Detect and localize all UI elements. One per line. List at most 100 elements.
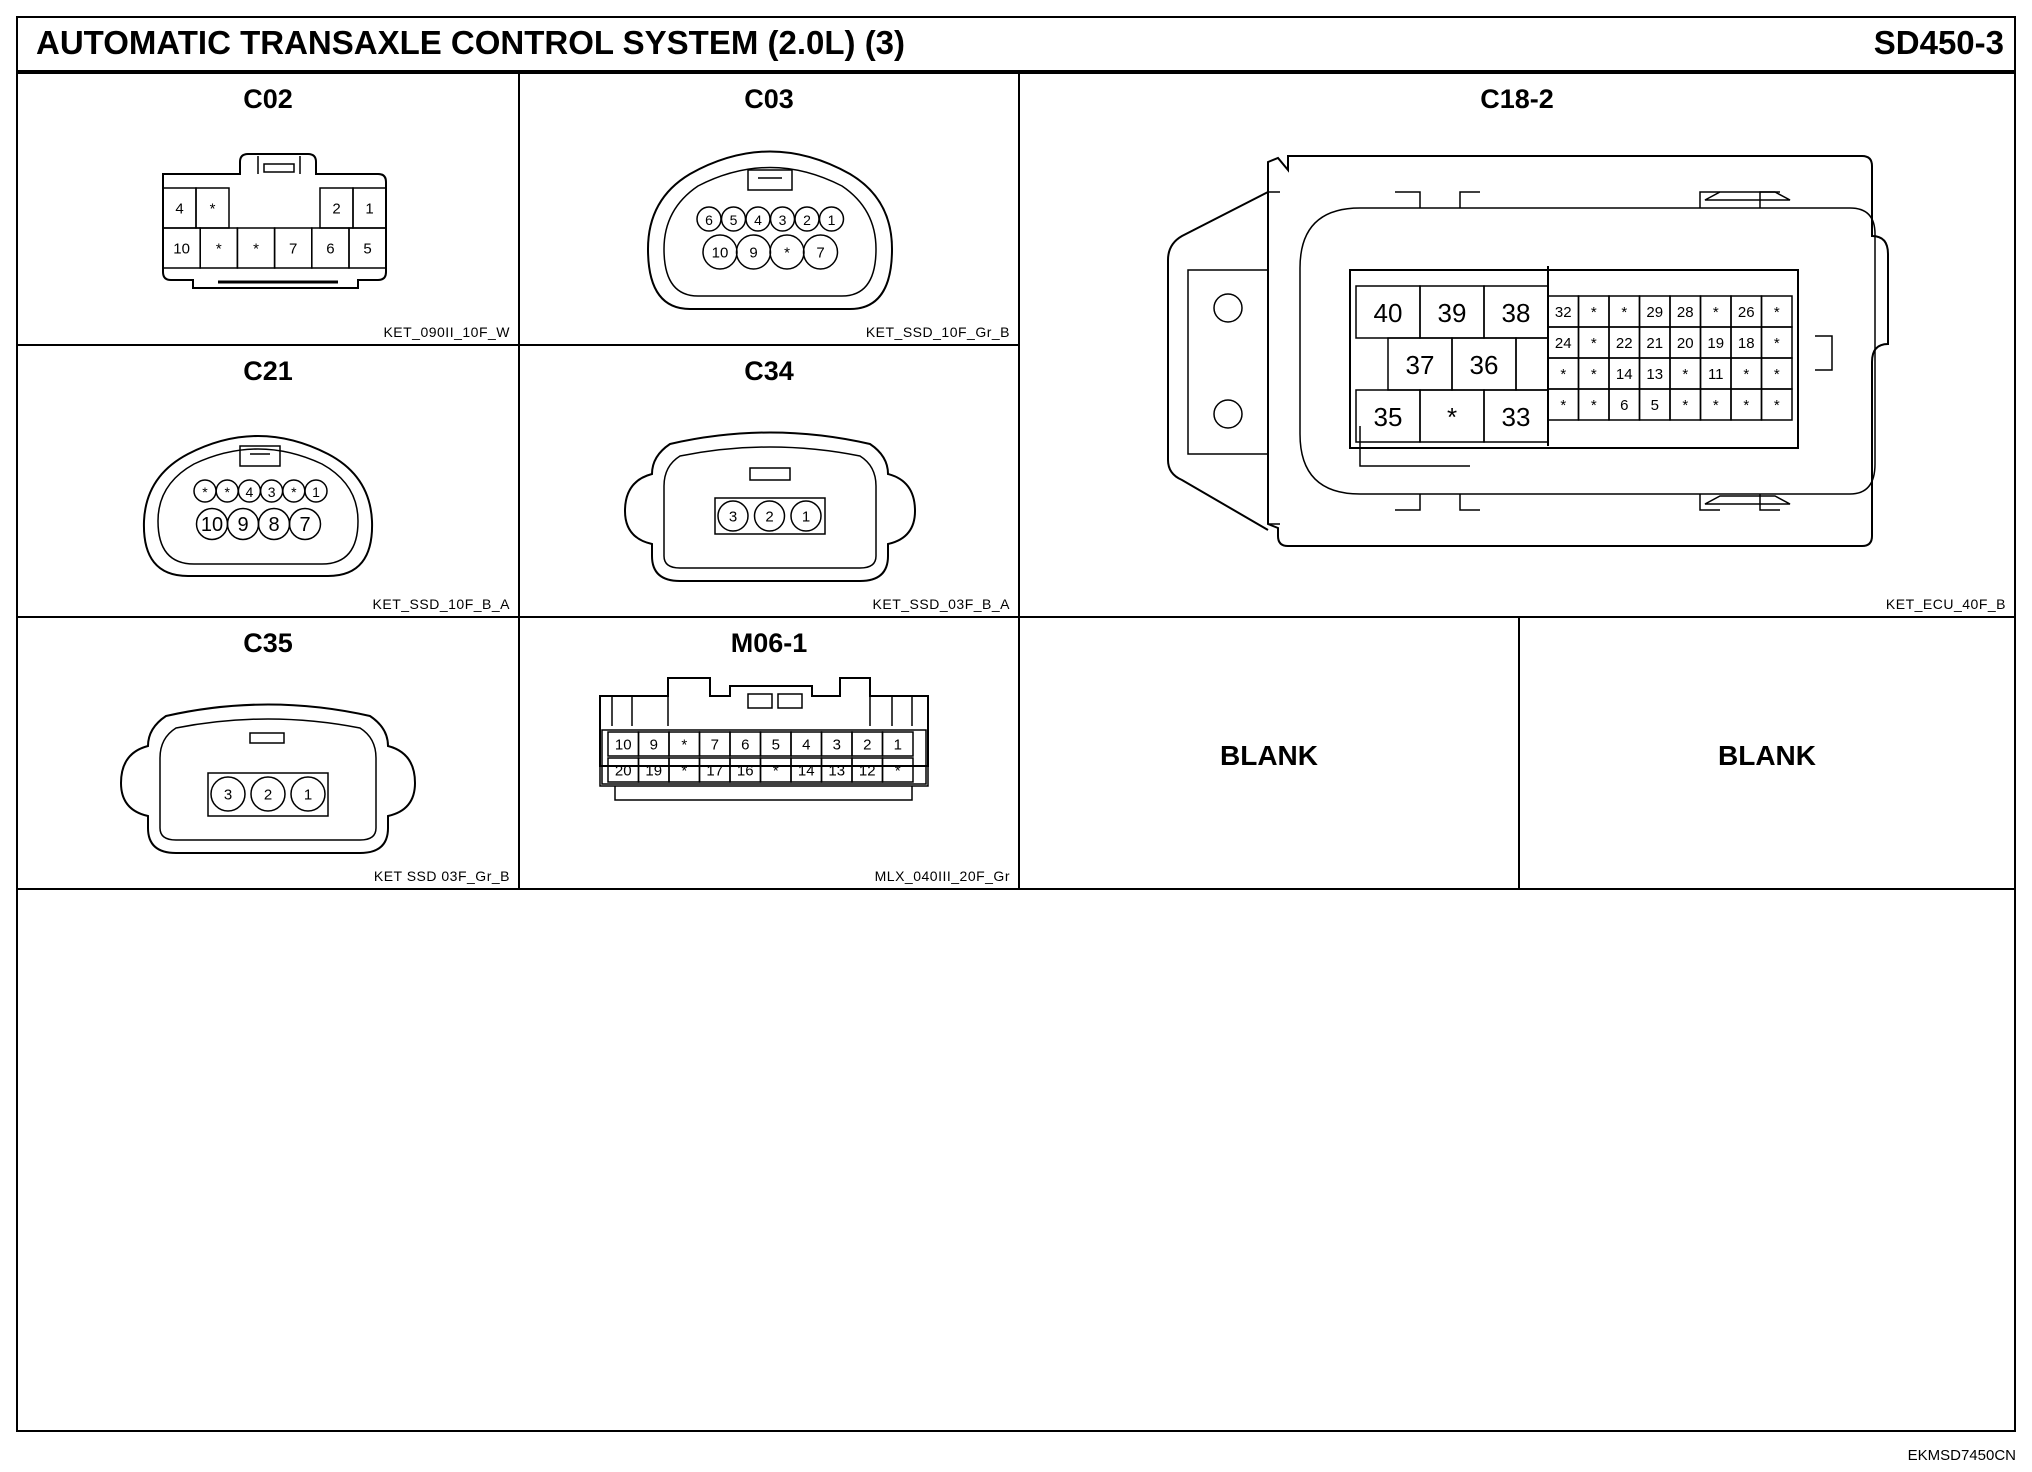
- pin-label: 10: [173, 241, 190, 258]
- pin-label: 6: [1620, 397, 1628, 414]
- connector-outline: [599, 677, 929, 767]
- connector-outline: [1349, 269, 1799, 449]
- pin-cell: [881, 731, 914, 757]
- page-frame: [16, 16, 2016, 1432]
- pin-cell: [348, 227, 387, 269]
- connector-label: C18-2: [1480, 84, 1554, 114]
- pin-label: *: [1591, 335, 1597, 352]
- pin-label: *: [1591, 304, 1597, 321]
- pin-cell: [818, 206, 845, 232]
- pin-cell: [210, 776, 246, 812]
- pin-cell: [290, 776, 326, 812]
- pin-label: *: [224, 484, 230, 500]
- pin-label: 5: [363, 241, 371, 258]
- pin-label: 8: [268, 514, 279, 536]
- pin-label: *: [1743, 397, 1749, 414]
- pin-label: 1: [894, 737, 902, 754]
- pin-label: *: [1682, 397, 1688, 414]
- pin-label: *: [1774, 304, 1780, 321]
- pin-label: *: [202, 484, 208, 500]
- pin-label: 16: [737, 763, 754, 780]
- pin-label: 2: [264, 787, 272, 804]
- pin-label: 22: [1616, 335, 1633, 352]
- pin-label: 3: [833, 737, 841, 754]
- pin-label: 9: [650, 737, 658, 754]
- pin-label: 4: [175, 201, 183, 218]
- title-bar: AUTOMATIC TRANSAXLE CONTROL SYSTEM (2.0L…: [16, 16, 2016, 74]
- pin-label: *: [1774, 397, 1780, 414]
- connector-outline: [257, 156, 301, 174]
- connector-outline: [1299, 207, 1876, 495]
- pin-label: 10: [201, 514, 223, 536]
- pin-label: 13: [828, 763, 845, 780]
- pin-label: 6: [705, 212, 713, 228]
- blank-cell-1: BLANK: [1020, 618, 1520, 890]
- pin-label: 17: [706, 763, 723, 780]
- pin-label: 6: [326, 241, 334, 258]
- pin-label: 19: [645, 763, 662, 780]
- pin-label: 39: [1438, 298, 1467, 328]
- connector-outline: [1359, 426, 1470, 467]
- pin-label: *: [681, 763, 687, 780]
- pin-label: *: [1560, 397, 1566, 414]
- pin-label: *: [1774, 366, 1780, 383]
- pin-label: 3: [268, 484, 276, 500]
- connector-label: C21: [243, 356, 293, 386]
- pin-label: 7: [289, 241, 297, 258]
- connector-part-number: KET_ECU_40F_B: [1885, 596, 2006, 612]
- pin-label: 6: [741, 737, 749, 754]
- pin-label: 9: [237, 514, 248, 536]
- pin-cell: [304, 479, 328, 503]
- footer-code: EKMSD7450CN: [1907, 1447, 2016, 1464]
- connector-label: M06-1: [730, 628, 808, 658]
- connector-outline: [747, 693, 803, 709]
- pin-label: 40: [1374, 298, 1403, 328]
- connector-outline: [611, 696, 913, 726]
- mount-hole: [1213, 293, 1243, 323]
- pin-label: 24: [1555, 335, 1572, 352]
- pin-cell: [717, 500, 749, 532]
- pin-label: *: [1743, 366, 1749, 383]
- blank-cell-2: BLANK: [1520, 618, 2014, 890]
- mount-hole: [1213, 399, 1243, 429]
- connector-label: C34: [744, 356, 794, 386]
- pin-label: *: [1713, 397, 1719, 414]
- pin-label: *: [210, 201, 216, 218]
- connector-part-number: KET SSD 03F_Gr_B: [373, 868, 510, 884]
- pin-label: *: [1621, 304, 1627, 321]
- blank-label: BLANK: [1220, 740, 1318, 771]
- pin-label: *: [895, 763, 901, 780]
- pin-cell: [250, 776, 286, 812]
- connector-outline: [157, 448, 359, 565]
- pin-label: 2: [765, 509, 773, 526]
- connector-outline: [601, 729, 927, 785]
- pin-label: 1: [365, 201, 373, 218]
- pin-label: 7: [711, 737, 719, 754]
- pin-label: 37: [1406, 350, 1435, 380]
- pin-label: 20: [1677, 335, 1694, 352]
- pin-label: 7: [816, 245, 824, 262]
- page-code: SD450-3: [1873, 24, 2004, 61]
- pin-cell: [753, 500, 786, 532]
- pin-label: *: [784, 245, 790, 262]
- pin-label: 18: [1738, 335, 1755, 352]
- connector-part-number: KET_090II_10F_W: [383, 324, 510, 340]
- connector-outline: [239, 445, 281, 467]
- pin-cell: [288, 507, 322, 541]
- connector-outline: [1395, 494, 1780, 511]
- pin-label: 4: [754, 212, 762, 228]
- pin-label: 1: [304, 787, 312, 804]
- connector-label: C02: [243, 84, 293, 114]
- pin-label: *: [681, 737, 687, 754]
- pin-label: *: [1774, 335, 1780, 352]
- connector-outline: [1187, 269, 1269, 455]
- pin-label: 12: [859, 763, 876, 780]
- pin-label: 5: [730, 212, 738, 228]
- pin-cell: [802, 234, 839, 270]
- pin-label: 1: [802, 509, 810, 526]
- pin-label: 14: [798, 763, 815, 780]
